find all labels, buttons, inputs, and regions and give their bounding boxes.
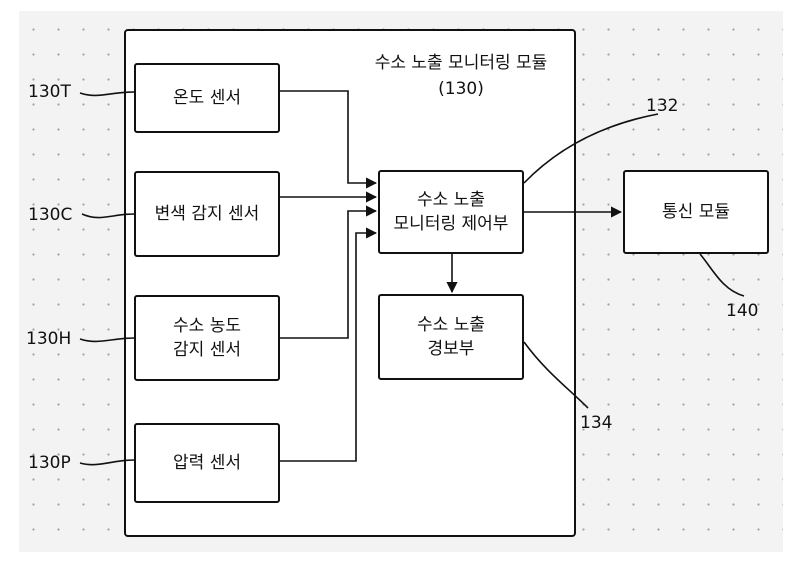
ref-130T: 130T xyxy=(28,82,71,102)
ref-130H: 130H xyxy=(26,329,72,349)
leader-134 xyxy=(523,341,589,409)
temperature-sensor-box: 온도 센서 xyxy=(134,63,280,133)
ref-132: 132 xyxy=(646,96,679,116)
arrow-pressure-to-controller xyxy=(280,227,378,462)
arrow-concentration-to-controller xyxy=(280,205,378,339)
leader-130T xyxy=(79,91,135,97)
leader-132 xyxy=(523,113,659,184)
leader-130C xyxy=(81,213,135,219)
monitoring-controller-box: 수소 노출 모니터링 제어부 xyxy=(378,170,524,254)
module-code: (130) xyxy=(438,79,484,99)
discoloration-sensor-box: 변색 감지 센서 xyxy=(134,171,280,257)
communication-module-box: 통신 모듈 xyxy=(623,170,769,254)
ref-140: 140 xyxy=(726,301,759,321)
ref-130P: 130P xyxy=(28,453,71,473)
module-title: 수소 노출 모니터링 모듈 xyxy=(374,53,548,73)
pressure-sensor-box: 압력 센서 xyxy=(134,423,280,503)
leader-130H xyxy=(79,337,135,343)
leader-130P xyxy=(79,459,135,466)
arrow-temperature-to-controller xyxy=(280,90,378,189)
hydrogen-concentration-sensor-box: 수소 농도 감지 센서 xyxy=(134,295,280,381)
alarm-unit-box: 수소 노출 경보부 xyxy=(378,294,524,380)
ref-134: 134 xyxy=(580,413,613,433)
leader-140 xyxy=(699,253,745,297)
ref-130C: 130C xyxy=(28,205,73,225)
